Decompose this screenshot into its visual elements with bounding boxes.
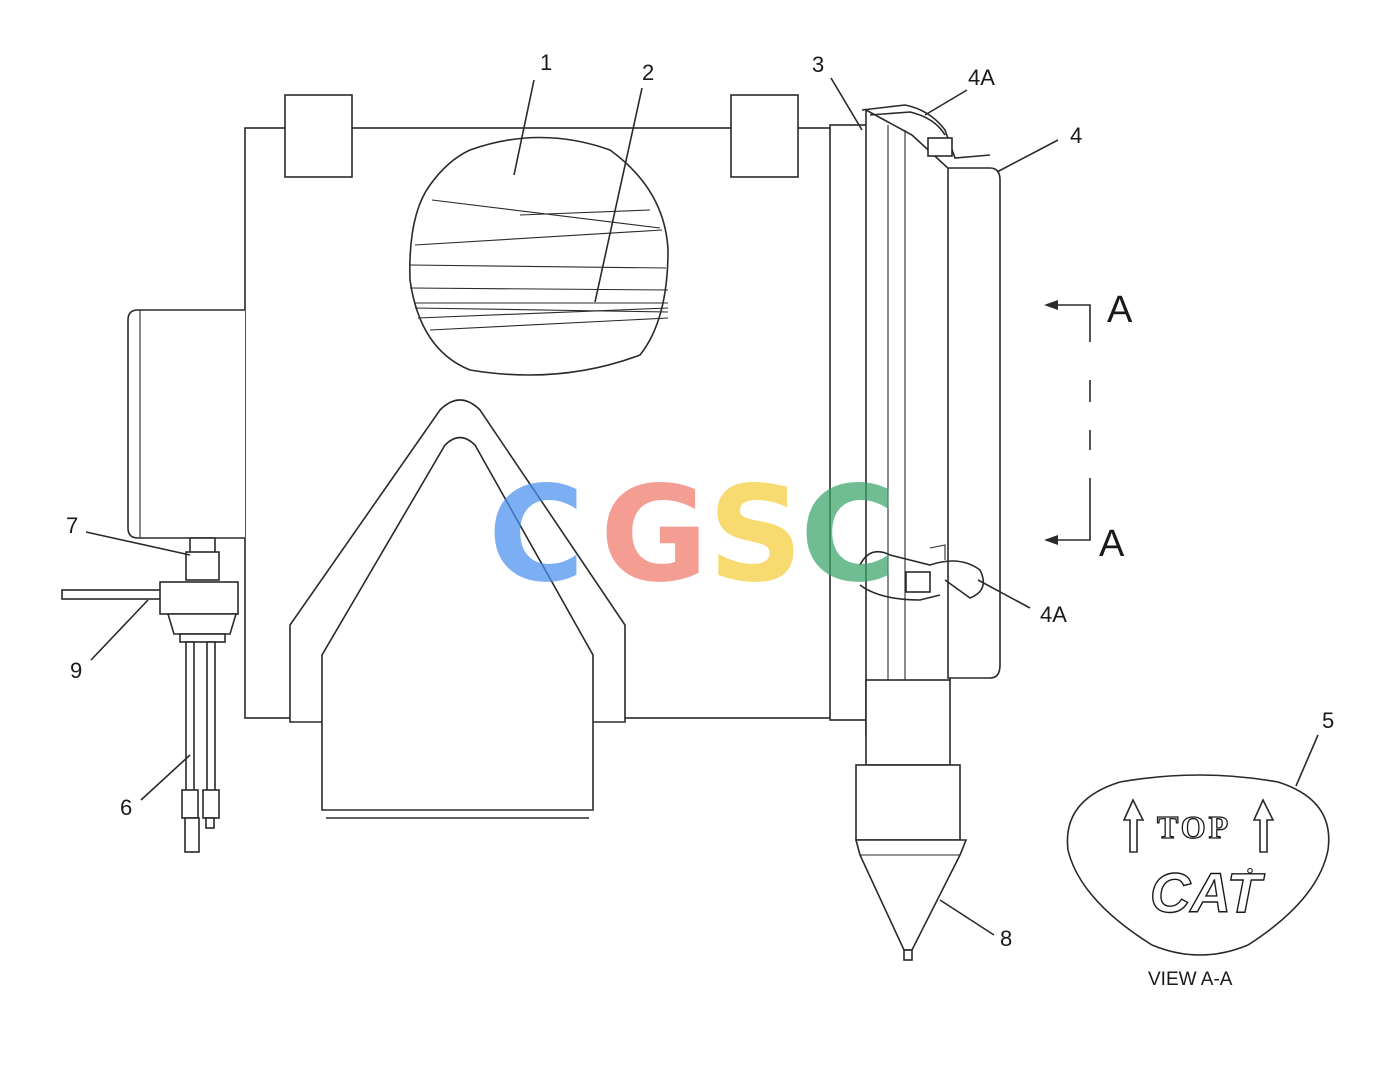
callouts: 1 2 3 4A 4 4A 5 6 7 8 9 <box>66 50 1334 951</box>
watermark-letter-c2: C <box>800 458 897 612</box>
section-letter-bottom: A <box>1099 523 1125 565</box>
decal-top-text: TOP <box>1157 809 1231 845</box>
cover-assembly <box>829 104 1001 961</box>
callout-3: 3 <box>812 52 824 77</box>
cgsc-watermark: C G S C <box>488 458 897 612</box>
section-arrow-bottom-icon <box>1044 535 1058 545</box>
filter-element-cutaway <box>409 136 669 376</box>
decal-cat-logo: CAT <box>1150 861 1266 924</box>
section-arrow-top-icon <box>1044 300 1058 310</box>
leader-lines <box>85 77 1319 936</box>
callout-5: 5 <box>1322 708 1334 733</box>
inlet-hood <box>289 399 626 819</box>
section-letter-top: A <box>1107 289 1133 331</box>
view-caption: VIEW A-A <box>1148 969 1233 990</box>
callout-2: 2 <box>642 60 654 85</box>
callout-7: 7 <box>66 513 78 538</box>
watermark-letter-g: G <box>600 458 708 612</box>
up-arrow-right-icon <box>1252 798 1275 853</box>
section-line-a-a: A A <box>1044 289 1133 565</box>
callout-4: 4 <box>1070 123 1082 148</box>
precleaner-cylinder <box>127 309 245 539</box>
callout-8: 8 <box>1000 926 1012 951</box>
callout-9: 9 <box>70 658 82 683</box>
mounting-pad-left <box>284 94 353 178</box>
service-indicator-assembly <box>61 537 239 853</box>
registered-mark: ° <box>1246 865 1254 887</box>
up-arrow-left-icon <box>1122 798 1145 853</box>
callout-4a-bottom: 4A <box>1040 602 1067 627</box>
watermark-letter-s: S <box>708 458 803 612</box>
callout-6: 6 <box>120 795 132 820</box>
callout-4a-top: 4A <box>968 65 995 90</box>
mounting-pad-right <box>730 94 799 178</box>
callout-1: 1 <box>540 50 552 75</box>
watermark-letter-c1: C <box>488 458 585 612</box>
top-decal-view: TOP CAT ° VIEW A-A <box>1066 774 1330 990</box>
